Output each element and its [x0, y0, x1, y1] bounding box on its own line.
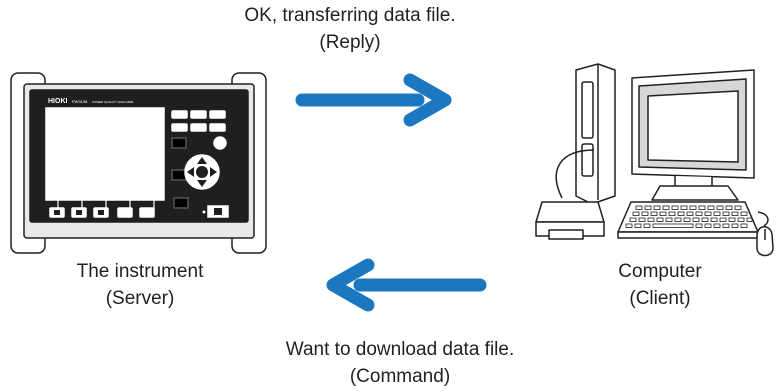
client-name: Computer [618, 261, 702, 282]
command-tag: (Command) [349, 366, 451, 387]
computer [535, 63, 774, 257]
enter-key [171, 169, 187, 181]
reply-message: OK, transferring data file. [244, 5, 456, 26]
reply-tag: (Reply) [319, 32, 381, 53]
command-arrow [326, 258, 487, 312]
screen-tick-marks [57, 200, 155, 208]
round-key [213, 136, 227, 150]
keyboard-keys [625, 205, 753, 228]
esc-key [171, 137, 187, 149]
instrument-product: POWER QUALITY ANALYZER [92, 100, 134, 104]
mouse [756, 211, 774, 257]
server-label: The instrument (Server) [30, 258, 250, 312]
tower-case [575, 63, 616, 205]
display-screen [45, 107, 165, 201]
server-name: The instrument [76, 261, 204, 282]
instrument-device [10, 72, 267, 254]
function-key-glyphs [54, 210, 104, 215]
menu-keys [171, 110, 226, 132]
drive-cable [555, 149, 595, 199]
server-role: (Server) [105, 288, 175, 309]
instrument-logo: HIOKI [48, 98, 68, 105]
instrument-model: PW3198 [72, 99, 88, 104]
external-drive [535, 201, 605, 240]
reply-label: OK, transferring data file. (Reply) [200, 2, 500, 56]
client-role: (Client) [629, 288, 691, 309]
reply-arrow [295, 73, 452, 127]
command-label: Want to download data file. (Command) [200, 336, 600, 390]
start-key [173, 197, 189, 209]
command-message: Want to download data file. [285, 339, 515, 360]
direction-pad [184, 154, 220, 190]
monitor [631, 69, 755, 201]
client-label: Computer (Client) [560, 258, 760, 312]
